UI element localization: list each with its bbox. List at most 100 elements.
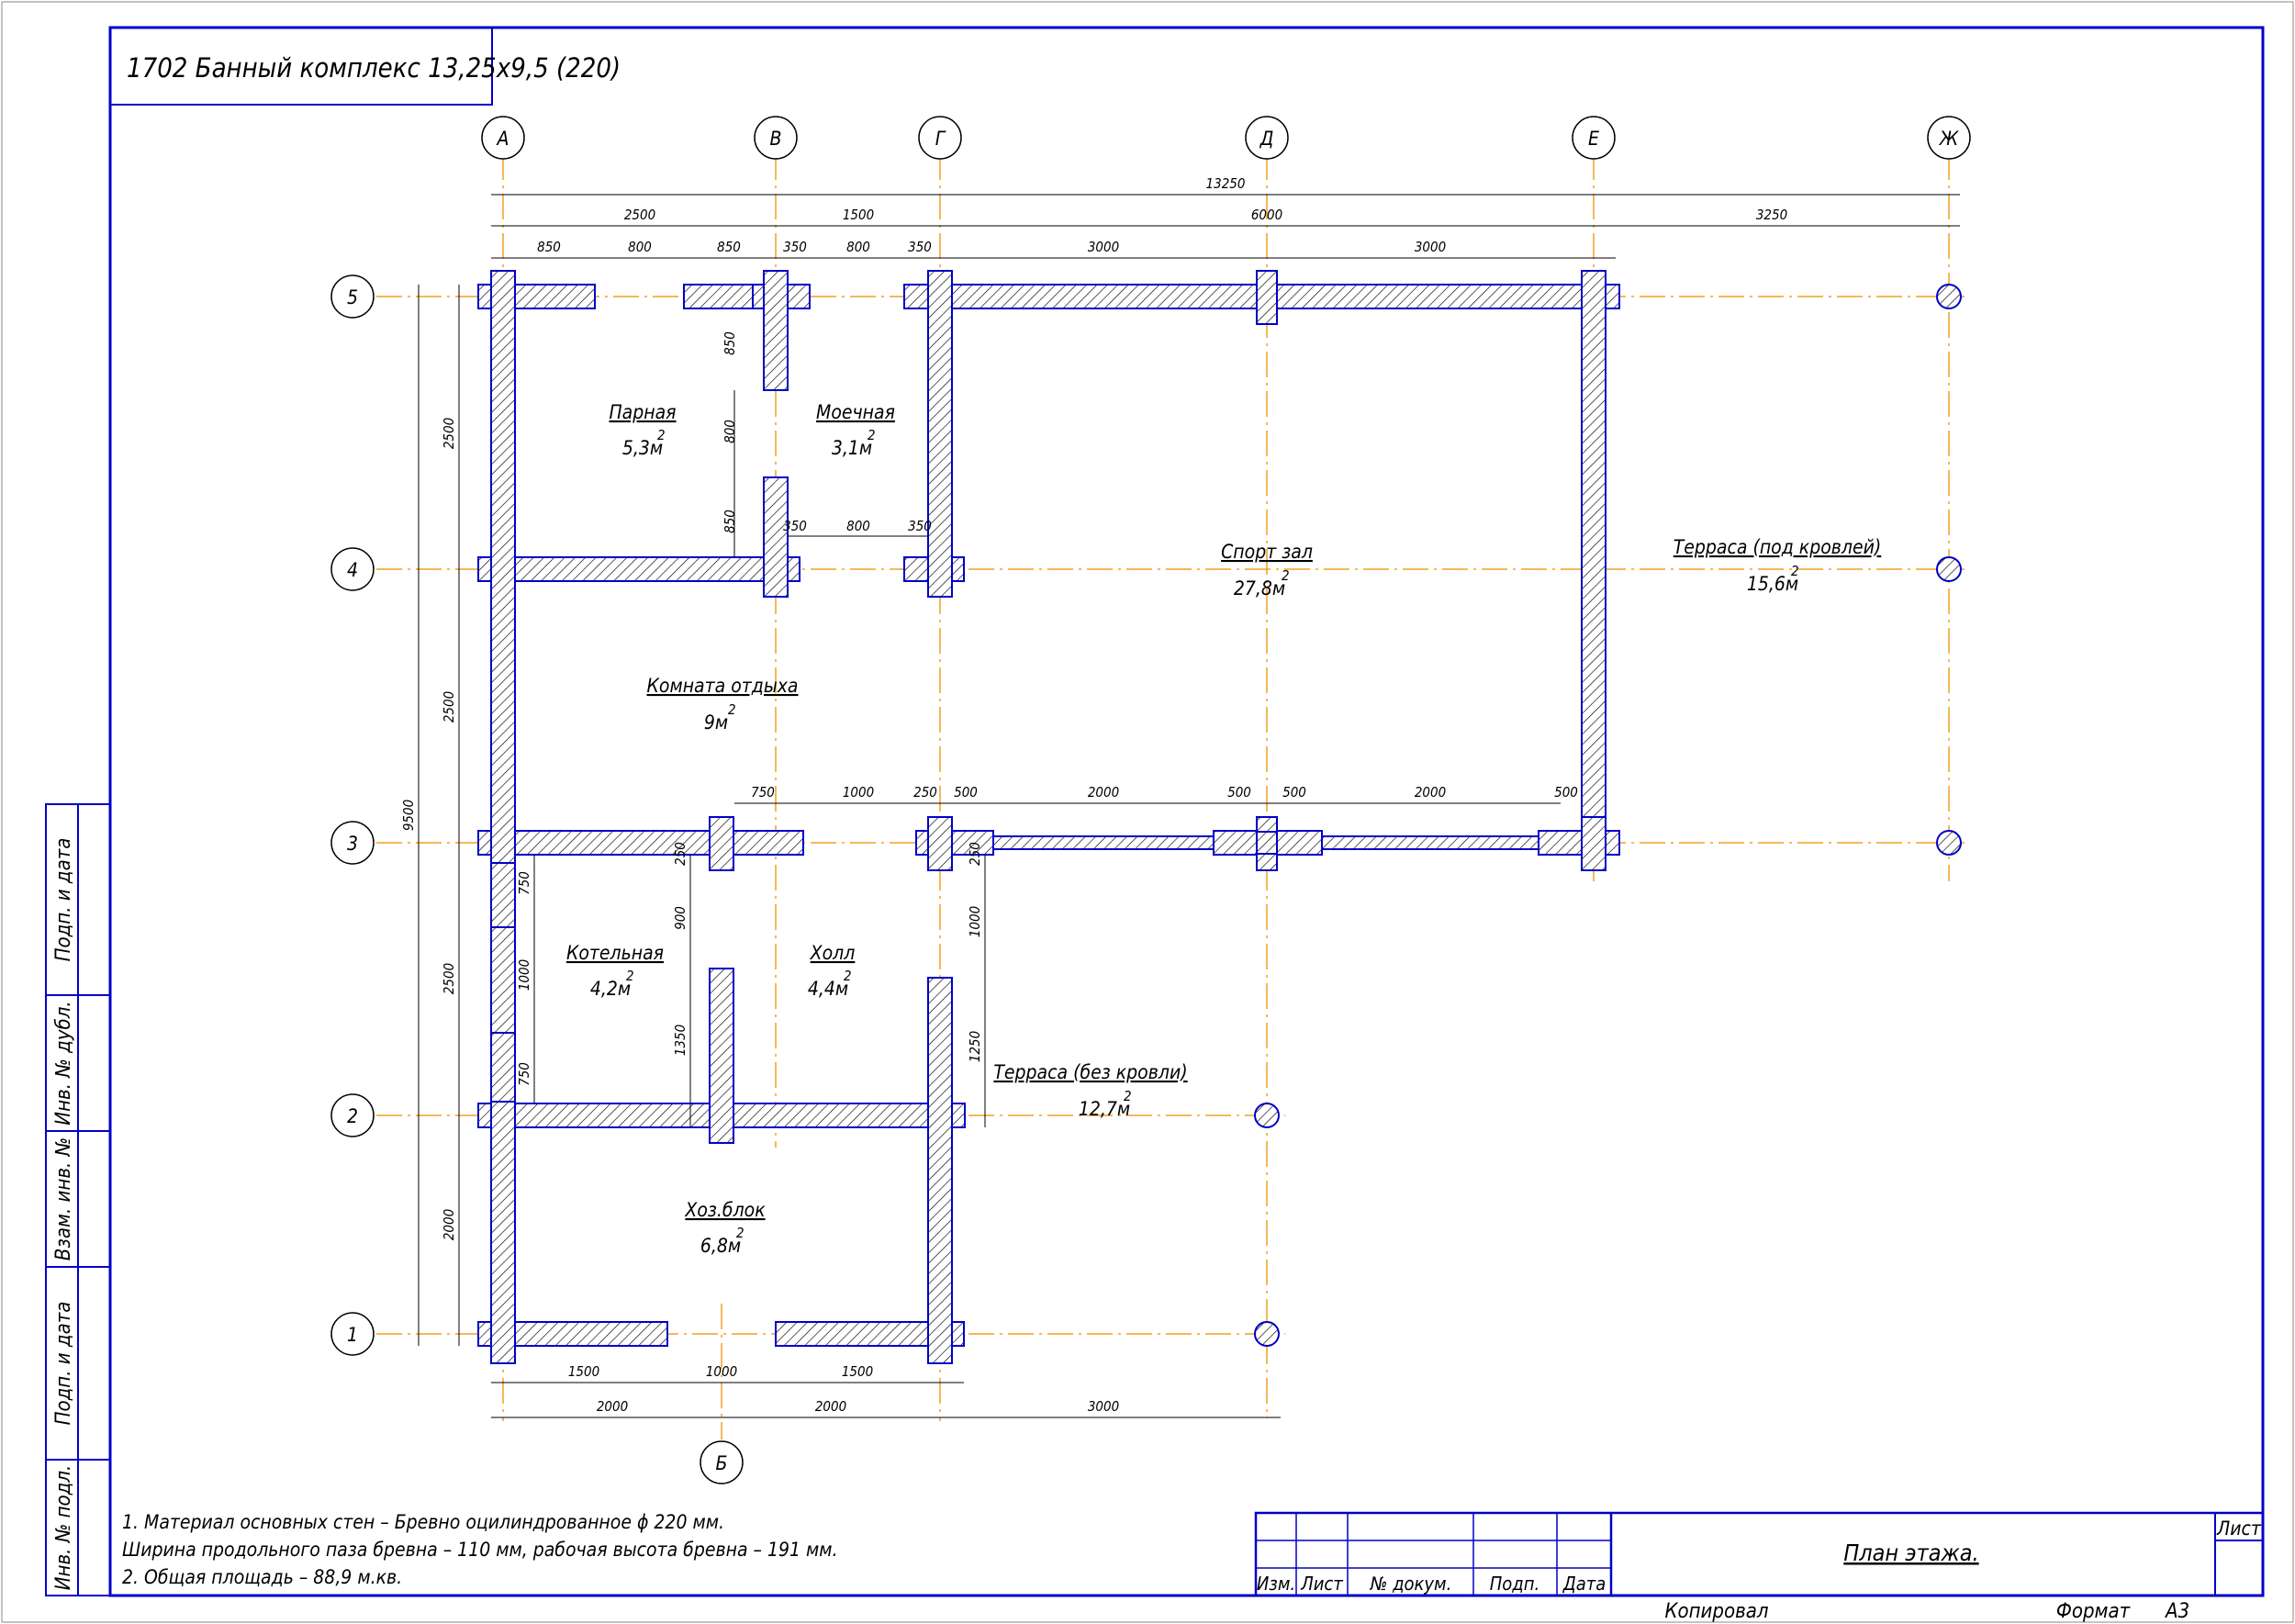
format-value: А3 [2164,1600,2189,1623]
axis-bubble-1: 1 [330,1312,375,1356]
dimension-lines [418,194,1960,1418]
sheet-title: План этажа. [1843,1540,1978,1566]
svg-text:6000: 6000 [1251,207,1282,223]
axis-bubble-zh: Ж [1927,116,1971,160]
svg-text:2000: 2000 [441,1209,457,1240]
project-title: 1702 Банный комплекс 13,25х9,5 (220) [127,52,621,84]
svg-text:850: 850 [722,331,738,355]
svg-text:12,7м: 12,7м [1079,1098,1130,1120]
svg-text:2: 2 [844,968,852,984]
svg-text:1250: 1250 [967,1031,983,1062]
svg-text:500: 500 [1554,784,1578,801]
svg-text:2000: 2000 [1088,784,1119,801]
svg-text:800: 800 [846,239,870,255]
svg-text:2500: 2500 [441,418,457,449]
room-sport-hall: Спорт зал 27,8м 2 [1221,541,1313,599]
axis-bubble-v: В [754,116,798,160]
note-2: Ширина продольного паза бревна – 110 мм,… [122,1539,838,1561]
svg-text:13250: 13250 [1206,175,1246,192]
svg-text:1: 1 [347,1324,358,1346]
svg-text:3000: 3000 [1415,239,1446,255]
note-3: 2. Общая площадь – 88,9 м.кв. [122,1566,402,1588]
svg-text:800: 800 [722,420,738,443]
svg-text:Ж: Ж [1939,128,1960,150]
room-boiler: Котельная 4,2м 2 [566,942,664,1000]
svg-text:2: 2 [728,701,736,718]
axis-bubble-2: 2 [330,1093,375,1137]
room-terrace-roofed: Терраса (под кровлей) 15,6м 2 [1674,536,1882,595]
axis-bubble-a: А [481,116,525,160]
col-doc: № докум. [1370,1573,1452,1595]
svg-text:4,2м: 4,2м [590,978,631,1000]
svg-text:2500: 2500 [624,207,655,223]
stamp-dup-inv: Инв. № дубл. [52,1001,75,1125]
svg-text:1500: 1500 [842,1363,873,1380]
svg-text:1350: 1350 [672,1025,688,1056]
svg-text:3250: 3250 [1756,207,1787,223]
side-stamp: Подп. и дата Инв. № дубл. Взам. инв. № П… [45,803,111,1596]
svg-text:900: 900 [672,906,688,930]
svg-text:4: 4 [347,559,358,581]
svg-text:1500: 1500 [843,207,874,223]
room-labels: Парная 5,3м 2 Моечная 3,1м 2 Спорт зал 2… [566,401,1881,1257]
svg-text:1000: 1000 [967,906,983,937]
room-lounge: Комната отдыха 9м 2 [646,675,798,734]
axis-bubble-d: Д [1245,116,1289,160]
axis-bubble-5: 5 [330,274,375,319]
svg-text:3,1м: 3,1м [832,437,872,459]
copied-label: Копировал [1664,1600,1768,1623]
axis-bubble-4: 4 [330,547,375,591]
format-label: Формат [2056,1600,2132,1623]
svg-text:Хоз.блок: Хоз.блок [684,1199,766,1221]
svg-text:15,6м: 15,6м [1747,573,1798,595]
svg-text:Моечная: Моечная [816,401,895,423]
room-storage: Хоз.блок 6,8м 2 [684,1199,766,1257]
title-block: Изм. Лист № докум. Подп. Дата План этажа… [1254,1511,2265,1623]
svg-text:500: 500 [954,784,978,801]
svg-text:750: 750 [751,784,775,801]
svg-text:В: В [770,128,782,150]
svg-text:3000: 3000 [1088,1398,1119,1415]
svg-text:850: 850 [722,510,738,533]
svg-text:350: 350 [783,239,807,255]
axis-bubble-3: 3 [330,821,375,865]
svg-text:Комната отдыха: Комната отдыха [646,675,798,697]
walls [477,270,1620,1364]
svg-text:9500: 9500 [400,800,417,831]
svg-text:2: 2 [1282,567,1290,584]
axis-bubble-g: Г [918,116,962,160]
sheet-label: Лист [2216,1518,2262,1540]
svg-text:5: 5 [347,286,358,308]
svg-text:2000: 2000 [815,1398,846,1415]
svg-text:1000: 1000 [516,959,532,991]
svg-text:2: 2 [626,968,634,984]
svg-text:6,8м: 6,8м [700,1235,741,1257]
svg-text:350: 350 [783,518,807,534]
svg-text:2500: 2500 [441,691,457,722]
svg-text:250: 250 [967,842,983,866]
svg-text:А: А [497,128,509,150]
svg-text:Б: Б [716,1452,728,1474]
axis-bubble-b: Б [700,1440,744,1484]
col-sign: Подп. [1490,1573,1539,1595]
svg-text:2: 2 [1791,563,1799,579]
svg-text:Терраса (без кровли): Терраса (без кровли) [993,1061,1187,1083]
svg-text:250: 250 [913,784,937,801]
svg-text:850: 850 [717,239,741,255]
svg-text:Котельная: Котельная [566,942,664,964]
svg-text:Д: Д [1259,128,1274,150]
svg-text:500: 500 [1282,784,1306,801]
svg-text:Г: Г [935,128,946,150]
svg-text:350: 350 [908,518,932,534]
col-sheet: Лист [1300,1573,1343,1595]
stamp-orig-inv: Инв. № подл. [52,1465,75,1591]
note-1: 1. Материал основных стен – Бревно оцили… [122,1511,724,1533]
svg-text:750: 750 [516,871,532,895]
svg-text:Холл: Холл [810,942,856,964]
svg-text:750: 750 [516,1062,532,1086]
svg-text:9м: 9м [704,711,728,734]
axis-bubbles: А В Г Д Е Ж Б 5 4 3 2 1 [330,116,1971,1484]
svg-text:4,4м: 4,4м [808,978,848,1000]
svg-text:3000: 3000 [1088,239,1119,255]
